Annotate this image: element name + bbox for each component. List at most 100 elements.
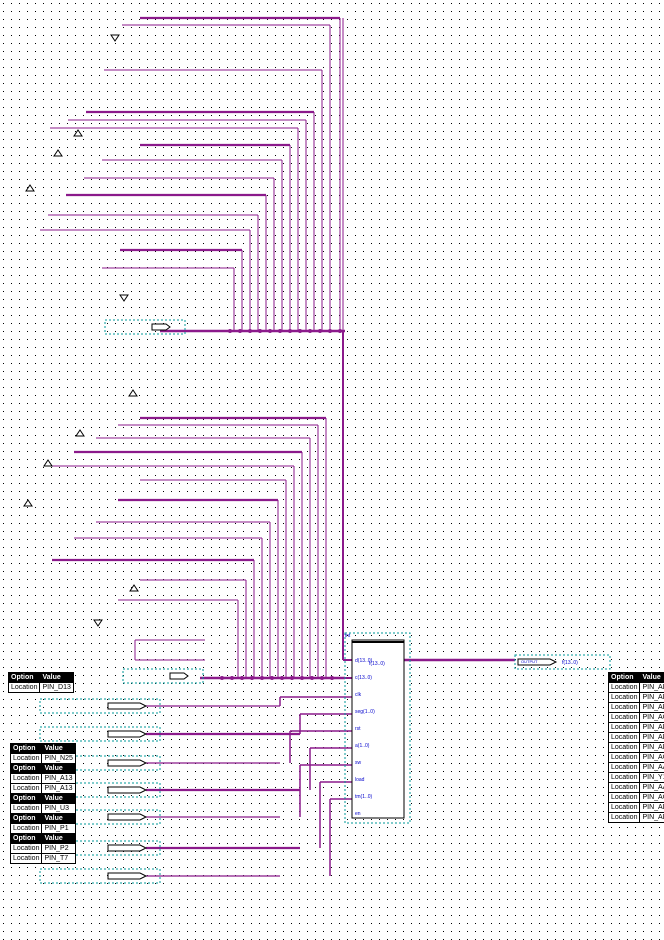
wire-junction [240, 676, 244, 680]
wire-junction [298, 329, 302, 333]
tbl-cell: Location [607, 742, 641, 753]
wire-junction [320, 676, 324, 680]
tbl-cell: Value [41, 833, 76, 844]
input-pin-shape [107, 702, 148, 710]
wire-junction [288, 329, 292, 333]
tbl-cell: PIN_AD22 [639, 722, 664, 733]
tbl-cell: PIN_AC21 [639, 752, 664, 763]
tbl-cell: PIN_D13 [39, 682, 74, 693]
gnd-symbol [119, 294, 129, 302]
wire-junction [260, 676, 264, 680]
block-port-label: clk [355, 692, 362, 698]
tbl-cell: Location [607, 732, 641, 743]
tbl-head: Value [639, 672, 664, 683]
block-port-label: d(13..0) [355, 658, 373, 664]
block-ports: d(13..0)c(13..0)clkseg(1..0)rsta(1..0)sw… [355, 658, 375, 817]
wire-junction [220, 676, 224, 680]
input-pin-shape [169, 672, 189, 680]
input-pin [39, 726, 161, 742]
tbl-cell: PIN_AE23 [639, 682, 664, 693]
tbl-cell: PIN_N25 [41, 753, 76, 764]
tbl-cell: Location [607, 802, 641, 813]
wire-junction [278, 329, 282, 333]
tbl-cell: PIN_A13 [41, 783, 76, 794]
input-pin-shape [107, 759, 148, 767]
input-pin-shape [107, 813, 148, 821]
tbl-cell: Location [9, 853, 43, 864]
tbl-cell: Location [607, 762, 641, 773]
tbl-cell: Location [607, 722, 641, 733]
tbl-cell: PIN_AA14 [639, 762, 664, 773]
tbl-head: Option [9, 743, 43, 754]
tbl-cell: Location [9, 843, 43, 854]
input-pin-shape [107, 786, 148, 794]
output-pin[interactable]: OUTPUT f(13..0) [514, 654, 611, 670]
gnd-symbol [25, 184, 35, 192]
wire-junction [238, 329, 242, 333]
gnd-symbol [75, 429, 85, 437]
gnd-symbol [110, 34, 120, 42]
tbl-cell: Location [607, 772, 641, 783]
block-port-label: load [355, 777, 365, 783]
input-pin [39, 698, 161, 714]
wire-junction [318, 329, 322, 333]
gnd-symbol [73, 129, 83, 137]
wire-junction [328, 329, 332, 333]
wire-junction [270, 676, 274, 680]
tbl-cell: PIN_AE15 [639, 812, 664, 823]
gnd-symbol [53, 149, 63, 157]
block-port-label: c(13..0) [355, 675, 372, 681]
tbl-cell: PIN_AC14 [639, 792, 664, 803]
tbl-cell: Location [607, 812, 641, 823]
wire-junction [300, 676, 304, 680]
gnd-symbol [128, 389, 138, 397]
assign-table-outputs: OptionValueLocationPIN_AE23LocationPIN_A… [607, 672, 664, 823]
tbl-cell: Location [9, 823, 43, 834]
tbl-cell: Option [9, 813, 43, 824]
input-pin-shape [107, 844, 148, 852]
wire-layer [40, 16, 515, 877]
gnd-symbol [93, 619, 103, 627]
tbl-cell: Location [607, 702, 641, 713]
tbl-cell: PIN_A13 [41, 773, 76, 784]
block-port-f: f(13..0) [369, 661, 385, 667]
tbl-cell: PIN_AA13 [639, 782, 664, 793]
tbl-cell: PIN_P1 [41, 823, 76, 834]
gnd-symbol [23, 499, 33, 507]
gnd-symbol [43, 459, 53, 467]
gnd-symbol [129, 584, 139, 592]
wire-junction [230, 676, 234, 680]
tbl-cell: PIN_Y13 [639, 772, 664, 783]
input-pin-shape [107, 730, 148, 738]
pin-box [39, 698, 161, 714]
wire-junction [228, 329, 232, 333]
block-port-label: a(1..0) [355, 743, 370, 749]
main-block[interactable]: int f(13..0) [344, 632, 411, 824]
tbl-cell: Location [7, 682, 41, 693]
wire-junction [248, 329, 252, 333]
wire-junction [250, 676, 254, 680]
pin-box [104, 319, 186, 335]
tbl-cell: Location [607, 782, 641, 793]
wire-junction [280, 676, 284, 680]
tbl-cell: Location [9, 773, 43, 784]
block-port-label: seg(1..0) [355, 709, 375, 715]
block-port-label: en [355, 811, 361, 817]
tbl-cell: Location [607, 712, 641, 723]
input-pin-shape [107, 872, 148, 880]
wire-junction [258, 329, 262, 333]
tbl-cell: PIN_AF23 [639, 692, 664, 703]
block-port-label: sw [355, 760, 362, 766]
tbl-cell: Location [607, 682, 641, 693]
wire-junction [268, 329, 272, 333]
output-pin-label: OUTPUT [521, 659, 538, 664]
tbl-head: Value [39, 672, 74, 683]
tbl-cell: PIN_U3 [41, 803, 76, 814]
tbl-cell: PIN_AD15 [639, 802, 664, 813]
tbl-head: Option [607, 672, 641, 683]
tbl-cell: Value [41, 813, 76, 824]
block-title: int [345, 633, 351, 639]
wire-junction [310, 676, 314, 680]
pin-box [39, 868, 161, 884]
